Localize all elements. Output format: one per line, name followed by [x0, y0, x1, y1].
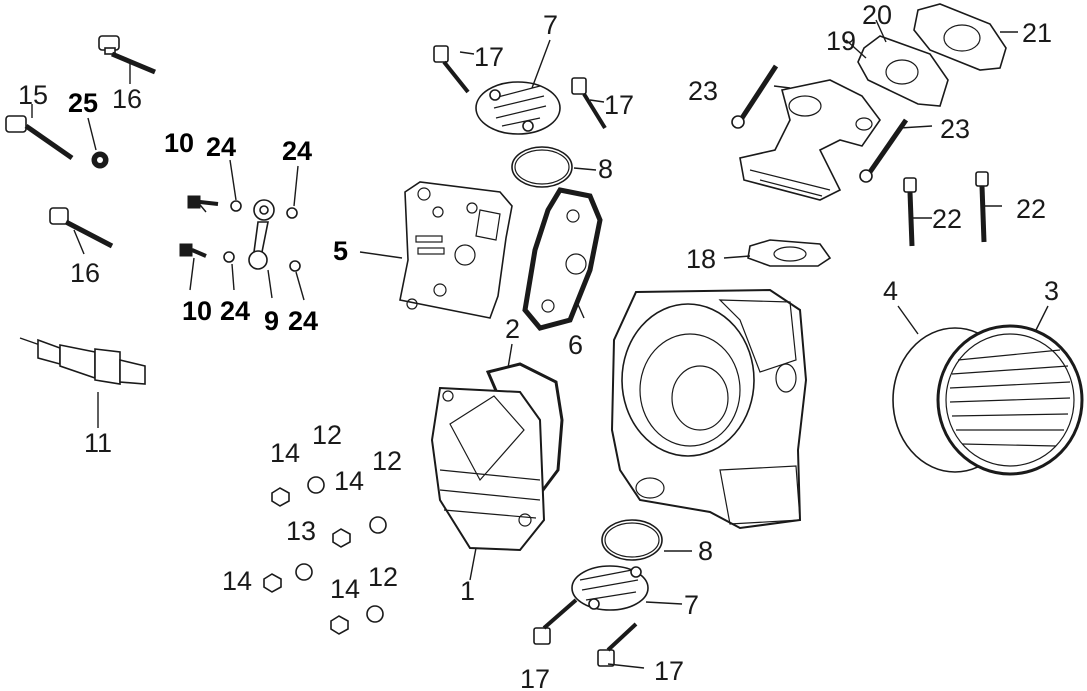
washer-24-b [286, 207, 298, 219]
washer-12-b [369, 516, 387, 534]
label-14-b: 14 [334, 466, 364, 496]
label-17-top-right: 17 [604, 90, 634, 120]
label-24-bottom-left: 24 [220, 296, 250, 326]
gasket-21 [913, 3, 1007, 71]
label-22-right: 22 [1016, 194, 1046, 224]
washer-12-c [366, 605, 384, 623]
label-14-c: 14 [222, 566, 252, 596]
nut-14-c [263, 573, 282, 593]
nut-25 [91, 151, 109, 169]
label-7-top: 7 [543, 10, 558, 40]
bolt-16-mid [49, 207, 114, 249]
bolt-15 [5, 115, 74, 161]
washer-13 [295, 563, 313, 581]
label-6: 6 [568, 330, 583, 360]
label-16-top: 16 [112, 84, 142, 114]
label-13: 13 [286, 516, 316, 546]
label-12-c: 12 [368, 562, 398, 592]
label-17-top-left: 17 [474, 42, 504, 72]
nut-14-d [330, 615, 349, 635]
bolt-17-top-right [571, 77, 607, 130]
cylinder-1 [430, 386, 546, 552]
label-23-left: 23 [688, 76, 718, 106]
label-10-bottom: 10 [182, 296, 212, 326]
gasket-20 [857, 35, 949, 107]
head-cover-5 [399, 181, 513, 319]
label-24-top-right: 24 [282, 136, 312, 166]
bolt-22-right [975, 171, 989, 243]
label-15: 15 [18, 80, 48, 110]
label-17-bottom-left: 17 [520, 664, 550, 691]
label-4: 4 [883, 276, 898, 306]
label-3: 3 [1044, 276, 1059, 306]
bolt-16-top [98, 35, 156, 75]
washer-12-a [307, 476, 325, 494]
label-16-mid: 16 [70, 258, 100, 288]
label-23-right: 23 [940, 114, 970, 144]
label-17-bottom-right: 17 [654, 656, 684, 686]
label-24-bottom-right: 24 [288, 306, 318, 336]
label-20: 20 [862, 0, 892, 30]
o-ring-8-top [511, 146, 573, 188]
bolt-23-right [859, 118, 909, 183]
label-1: 1 [460, 576, 475, 606]
bolt-22-left [903, 177, 917, 247]
bolt-10-top [187, 195, 219, 209]
o-ring-8-bottom [601, 519, 663, 561]
label-12-a: 12 [312, 420, 342, 450]
cover-7-bottom [571, 565, 649, 611]
label-21: 21 [1022, 18, 1052, 48]
label-18: 18 [686, 244, 716, 274]
label-10-top: 10 [164, 128, 194, 158]
label-12-b: 12 [372, 446, 402, 476]
label-24-top-left: 24 [206, 132, 236, 162]
bolt-17-top-left [433, 45, 470, 94]
leader-lines [31, 19, 1049, 669]
washer-24-d [289, 260, 301, 272]
label-22-left: 22 [932, 204, 962, 234]
spark-plug-11 [19, 337, 146, 385]
label-8-top: 8 [598, 154, 613, 184]
label-7-bottom: 7 [684, 590, 699, 620]
label-25: 25 [68, 88, 98, 118]
bolt-17-bottom-right [597, 622, 638, 667]
washer-24-c [223, 251, 235, 263]
label-2: 2 [505, 314, 520, 344]
filter-element-3 [936, 324, 1084, 476]
label-19: 19 [826, 26, 856, 56]
label-14-a: 14 [270, 438, 300, 468]
nut-14-a [271, 487, 290, 507]
label-9: 9 [264, 306, 279, 336]
gasket-18 [747, 239, 832, 267]
bolt-10-bottom [179, 243, 207, 258]
part-labels: 1 2 3 4 5 6 7 7 8 8 9 10 10 11 12 12 12 … [18, 0, 1059, 691]
nut-14-b [332, 528, 351, 548]
label-11: 11 [84, 428, 112, 458]
banjo-fitting-9 [248, 199, 275, 270]
label-5: 5 [333, 236, 348, 266]
label-14-d: 14 [330, 574, 360, 604]
bolt-17-bottom-left [533, 598, 578, 645]
gasket-6 [522, 187, 603, 331]
cylinder-head [610, 288, 808, 530]
label-8-bottom: 8 [698, 536, 713, 566]
cover-7-top [475, 81, 561, 135]
washer-24-a [230, 200, 242, 212]
bolt-23-left [731, 64, 779, 129]
intake-manifold-19 [739, 79, 881, 201]
